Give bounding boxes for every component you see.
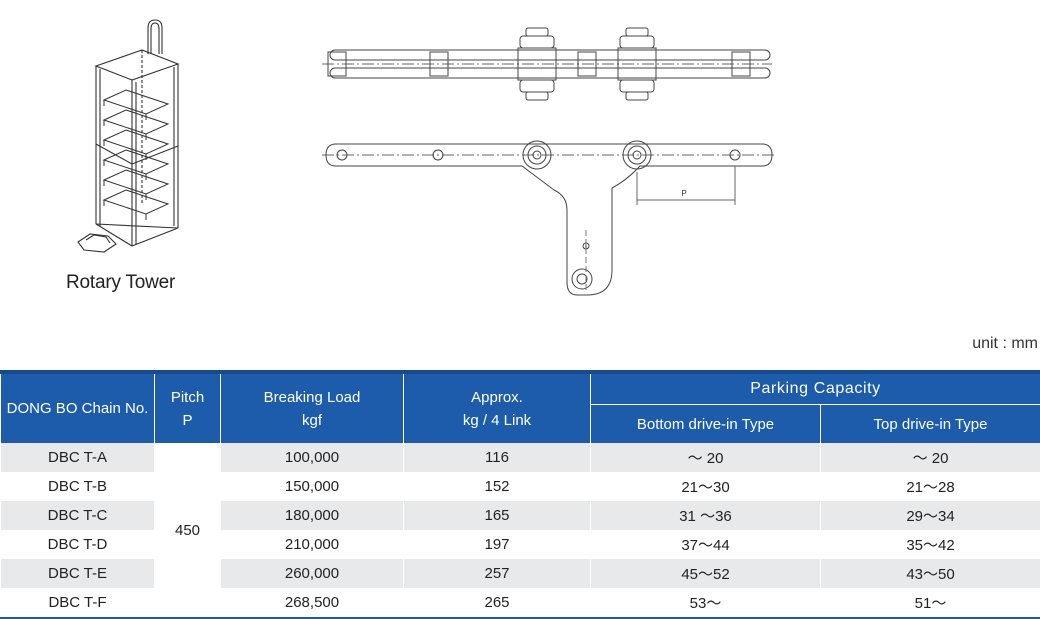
cell-approx: 197: [404, 530, 591, 559]
cell-approx: 257: [404, 559, 591, 588]
cell-bottom: 45～52: [591, 559, 821, 588]
header-breaking-load: Breaking Load kgf: [221, 372, 404, 443]
cell-chain: DBC T-A: [1, 443, 155, 472]
header-bottom-drive: Bottom drive-in Type: [591, 405, 821, 444]
header-pitch-line1: Pitch: [171, 389, 204, 406]
cell-load: 260,000: [221, 559, 404, 588]
rotary-tower-illustration: [60, 14, 200, 264]
cell-top: 51～: [821, 588, 1040, 618]
cell-chain: DBC T-C: [1, 501, 155, 530]
cell-chain: DBC T-B: [1, 472, 155, 501]
cell-load: 150,000: [221, 472, 404, 501]
header-approx-line2: kg / 4 Link: [404, 412, 590, 429]
header-approx-line1: Approx.: [471, 389, 523, 406]
cell-load: 100,000: [221, 443, 404, 472]
cell-bottom: 37～44: [591, 530, 821, 559]
chain-technical-drawing: P: [322, 20, 782, 305]
cell-top: 21～28: [821, 472, 1040, 501]
cell-bottom: 21～30: [591, 472, 821, 501]
chain-spec-table: DONG BO Chain No. Pitch P Breaking Load …: [0, 370, 1040, 619]
cell-load: 210,000: [221, 530, 404, 559]
header-chain-no: DONG BO Chain No.: [1, 372, 155, 443]
cell-approx: 265: [404, 588, 591, 618]
cell-approx: 116: [404, 443, 591, 472]
cell-bottom: ～ 20: [591, 443, 821, 472]
cell-top: 43～50: [821, 559, 1040, 588]
header-breaking-line1: Breaking Load: [264, 389, 361, 406]
header-pitch-line2: P: [155, 412, 220, 429]
cell-chain: DBC T-D: [1, 530, 155, 559]
cell-top: 35～42: [821, 530, 1040, 559]
rotary-tower-caption: Rotary Tower: [66, 272, 175, 294]
header-top-drive: Top drive-in Type: [821, 405, 1040, 444]
header-pitch: Pitch P: [155, 372, 221, 443]
header-parking-capacity: Parking Capacity: [591, 372, 1040, 405]
cell-chain: DBC T-F: [1, 588, 155, 618]
header-breaking-line2: kgf: [221, 412, 403, 429]
cell-load: 268,500: [221, 588, 404, 618]
cell-bottom: 53～: [591, 588, 821, 618]
cell-pitch: 450: [155, 443, 221, 618]
cell-approx: 152: [404, 472, 591, 501]
header-approx: Approx. kg / 4 Link: [404, 372, 591, 443]
cell-bottom: 31 ～36: [591, 501, 821, 530]
cell-load: 180,000: [221, 501, 404, 530]
cell-top: 29～34: [821, 501, 1040, 530]
unit-label: unit : mm: [972, 335, 1038, 353]
cell-top: ～ 20: [821, 443, 1040, 472]
pitch-dimension-label: P: [681, 189, 686, 198]
cell-approx: 165: [404, 501, 591, 530]
cell-chain: DBC T-E: [1, 559, 155, 588]
table-row: DBC T-A 450 100,000 116 ～ 20 ～ 20: [1, 443, 1040, 472]
